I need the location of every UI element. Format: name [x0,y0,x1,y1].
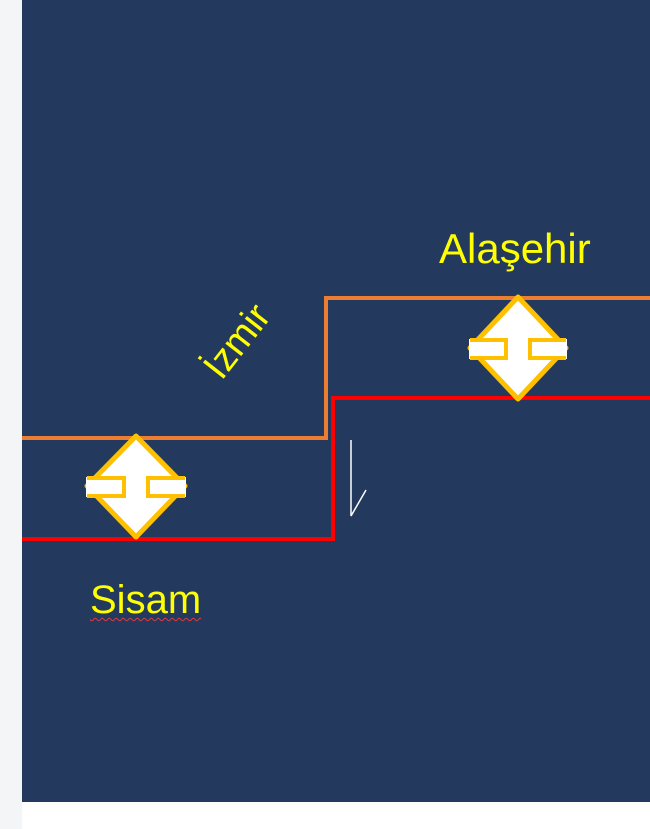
vertical-double-arrow-icon [467,294,569,402]
upper-boundary-line [22,296,650,440]
left-margin [0,0,22,829]
slide-background [22,0,650,802]
lower-boundary-line [22,396,650,541]
diagram-canvas [22,0,650,802]
down-arrow-icon [350,440,367,517]
label-alasehir: Alaşehir [439,225,591,272]
slide: Alaşehir İzmir Sisam [22,0,650,802]
label-sisam: Sisam [90,578,202,622]
vertical-double-arrow-icon [84,433,188,540]
